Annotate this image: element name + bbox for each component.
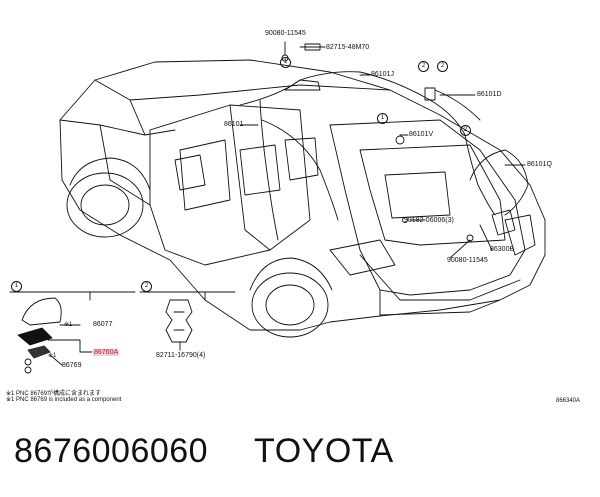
caption-part-number: 8676006060 bbox=[14, 432, 209, 470]
front-wheel bbox=[66, 172, 144, 238]
note-english: ※1 PNC 86769 is included as a component bbox=[6, 397, 122, 403]
antenna-cover-drawing bbox=[21, 297, 62, 326]
label-90182-06006: 90182-06006(3) bbox=[404, 217, 454, 224]
label-86077: 86077 bbox=[93, 321, 113, 328]
clip-drawing bbox=[165, 299, 193, 343]
callout-circle: 2 bbox=[437, 61, 448, 72]
rear-hatch-frame bbox=[329, 119, 526, 296]
label-86101v: 86101V bbox=[409, 131, 434, 138]
antenna-cable bbox=[239, 71, 496, 216]
label-86101q: 86101Q bbox=[527, 161, 552, 168]
parts-diagram bbox=[9, 41, 546, 374]
label-86769: 86769 bbox=[62, 362, 82, 369]
caption-brand: TOYOTA bbox=[254, 432, 394, 470]
component-mark: ※1 bbox=[64, 322, 73, 328]
label-82715-48m70: 82715-48M70 bbox=[326, 44, 370, 51]
component-mark: ※1 bbox=[48, 353, 57, 359]
car-roof-line bbox=[94, 79, 391, 101]
roof-antenna bbox=[284, 79, 321, 91]
callout-circle: 1 bbox=[377, 113, 388, 124]
label-86101d: 86101D bbox=[477, 91, 502, 98]
rear-wheel bbox=[251, 272, 329, 338]
label-86101: 86101 bbox=[224, 121, 244, 128]
label-86101j: 86101J bbox=[371, 71, 394, 78]
inset-1-callout: 1 bbox=[11, 281, 22, 292]
note-japanese: ※1 PNC 86769が構成に含まれます bbox=[6, 391, 102, 397]
callout-circle: 2 bbox=[460, 125, 471, 136]
drawing-reference: 866340A bbox=[556, 398, 581, 404]
door-opening bbox=[149, 104, 311, 266]
label-82711-16790: 82711-16790(4) bbox=[156, 352, 206, 359]
label-86760a-highlighted: 86760A bbox=[93, 349, 120, 356]
callout-circle: 1 bbox=[280, 57, 291, 68]
inset-2-callout: 2 bbox=[141, 281, 152, 292]
car-body-outline bbox=[59, 59, 546, 331]
label-90080-11545-bottom: 90080-11545 bbox=[447, 257, 488, 264]
label-86300b: 86300B bbox=[490, 246, 515, 253]
caption: 8676006060 TOYOTA bbox=[14, 432, 394, 471]
callout-circle: 2 bbox=[418, 61, 429, 72]
label-90080-11545-top: 90080-11545 bbox=[265, 30, 306, 37]
